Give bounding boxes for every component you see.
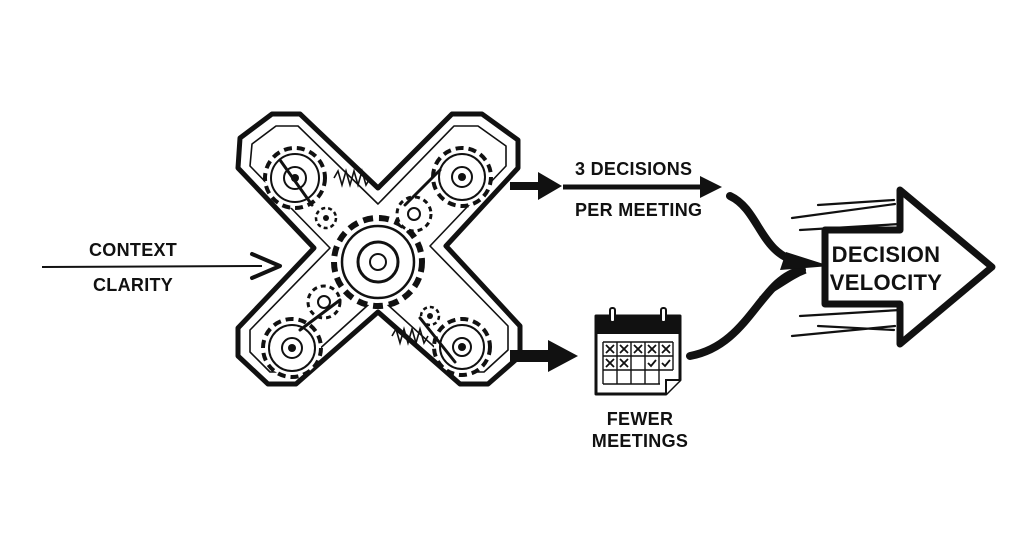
bottom-output-arrow (510, 340, 578, 372)
bottom-output-label-fewer: FEWER (606, 409, 674, 429)
gear-bottom-left-icon (261, 317, 323, 379)
spring-icon (333, 168, 371, 188)
merge-curves (686, 192, 830, 360)
gear-top-right-icon (431, 146, 493, 208)
gear-small-icon (419, 305, 441, 327)
spring-icon (391, 326, 429, 346)
gear-center-icon (331, 215, 425, 309)
input-arrow (41, 252, 282, 280)
input-label-clarity: CLARITY (93, 275, 174, 295)
result-label-velocity: VELOCITY (829, 270, 943, 295)
top-output-label-per-meeting: PER MEETING (575, 200, 703, 220)
gear-top-left-icon (263, 146, 327, 210)
linkage-icon (278, 158, 457, 364)
big-arrow-icon (790, 186, 996, 348)
bottom-output-label-meetings: MEETINGS (591, 431, 689, 451)
top-output-arrow (510, 172, 722, 200)
gear-small-icon (314, 206, 338, 230)
top-output-label-decisions: 3 DECISIONS (575, 159, 693, 179)
gear-small-icon (306, 284, 342, 320)
gear-cross-icon (235, 111, 523, 387)
result-label-decision: DECISION (831, 242, 941, 267)
gear-small-icon (395, 195, 433, 233)
gear-bottom-right-icon (432, 317, 492, 377)
input-label-context: CONTEXT (89, 240, 178, 260)
calendar-icon (594, 307, 682, 396)
